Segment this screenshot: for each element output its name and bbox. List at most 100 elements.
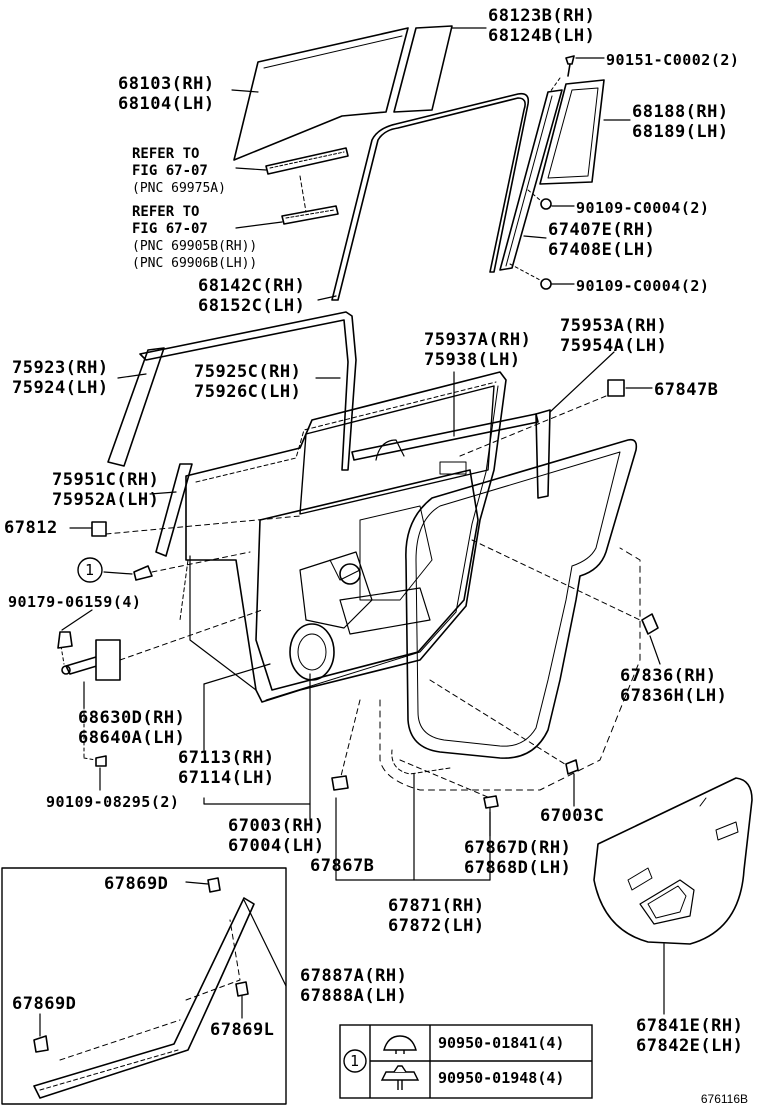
part-number: 67847B bbox=[654, 380, 719, 400]
garnish-75951-shape bbox=[155, 463, 193, 557]
label-67869d-top: 67869D bbox=[104, 874, 168, 894]
part-number-lh: 68640A(LH) bbox=[78, 728, 186, 748]
door-check-shape bbox=[57, 609, 263, 709]
refer-line: REFER TO bbox=[132, 204, 200, 220]
part-number-rh: 67407E(RH) bbox=[548, 220, 656, 240]
legend-part-number: 90950-01841(4) bbox=[438, 1034, 565, 1052]
label-90109c: 90109-08295(2) bbox=[46, 792, 179, 812]
part-number-rh: 68142C(RH) bbox=[198, 276, 306, 296]
part-number-rh: 67871(RH) bbox=[388, 896, 485, 916]
legend-row-2-code: 90950-01948(4) bbox=[438, 1069, 564, 1087]
part-number-lh: 68104(LH) bbox=[118, 94, 215, 114]
label-68188: 68188(RH) 68189(LH) bbox=[632, 102, 729, 142]
run-channel-shape bbox=[331, 92, 530, 301]
screw-90151-shape bbox=[549, 55, 605, 93]
part-number-lh: 67836H(LH) bbox=[620, 686, 728, 706]
label-90179: 90179-06159(4) bbox=[8, 592, 141, 612]
legend-marker-number: 1 bbox=[350, 1052, 360, 1070]
label-67869d-bottom: 67869D bbox=[12, 994, 76, 1014]
speaker-opening-shape bbox=[289, 623, 335, 681]
label-75923: 75923(RH) 75924(LH) bbox=[12, 358, 109, 398]
callout-marker-1: 1 bbox=[85, 560, 95, 580]
label-75925: 75925C(RH) 75926C(LH) bbox=[194, 362, 301, 402]
part-number-rh: 75925C(RH) bbox=[194, 362, 302, 382]
label-67867b: 67867B bbox=[310, 856, 374, 876]
part-number-rh: 68188(RH) bbox=[632, 102, 729, 122]
refer-line: FIG 67-07 bbox=[132, 221, 208, 237]
legend-part-number: 90950-01948(4) bbox=[438, 1069, 565, 1087]
door-panel-frame-shape bbox=[185, 371, 507, 703]
refer-pnc: (PNC 69905B(RH)) bbox=[132, 239, 258, 254]
part-number-rh: 75937A(RH) bbox=[424, 330, 532, 350]
refer-pnc: (PNC 69975A) bbox=[132, 181, 226, 196]
part-number-rh: 67867D(RH) bbox=[464, 838, 572, 858]
part-number-rh: 68630D(RH) bbox=[78, 708, 186, 728]
frame-molding-75925-shape bbox=[139, 311, 357, 471]
label-67867d: 67867D(RH) 67868D(LH) bbox=[464, 838, 571, 878]
division-bar-shape bbox=[499, 89, 563, 271]
door-trim-panel-shape bbox=[593, 777, 753, 945]
legend-marker: 1 bbox=[350, 1052, 359, 1070]
pillar-garnish-75923-shape bbox=[107, 347, 165, 467]
part-number-lh: 75954A(LH) bbox=[560, 336, 668, 356]
part-number-rh: 67841E(RH) bbox=[636, 1016, 744, 1036]
quarter-window-glass-shape bbox=[539, 79, 605, 185]
part-number: 90179-06159(4) bbox=[8, 593, 142, 611]
part-number: 90151-C0002(2) bbox=[606, 51, 740, 69]
part-number-rh: 67836(RH) bbox=[620, 666, 717, 686]
label-90151: 90151-C0002(2) bbox=[606, 50, 739, 70]
refer-note-1: REFER TO FIG 67-07 (PNC 69975A) bbox=[132, 146, 226, 197]
label-67836: 67836(RH) 67836H(LH) bbox=[620, 666, 727, 706]
refer-pnc: (PNC 69906B(LH)) bbox=[132, 256, 258, 271]
screw-90109a-shape bbox=[527, 189, 575, 210]
label-67869l: 67869L bbox=[210, 1020, 274, 1040]
quarter-glass-upper-shape bbox=[393, 25, 453, 113]
label-68123: 68123B(RH) 68124B(LH) bbox=[488, 6, 595, 46]
label-67887: 67887A(RH) 67888A(LH) bbox=[300, 966, 407, 1006]
part-number: 67003C bbox=[540, 806, 605, 826]
scuff-plate-shape bbox=[33, 897, 255, 1099]
part-number: 67812 bbox=[4, 518, 58, 538]
label-67871: 67871(RH) 67872(LH) bbox=[388, 896, 485, 936]
label-67812: 67812 bbox=[4, 518, 58, 538]
legend-table-lines bbox=[339, 1024, 593, 1099]
part-number-rh: 75953A(RH) bbox=[560, 316, 668, 336]
part-number-lh: 67842E(LH) bbox=[636, 1036, 744, 1056]
part-number-lh: 67868D(LH) bbox=[464, 858, 572, 878]
weatherstrip-ref1-shape bbox=[265, 147, 349, 175]
label-90109b: 90109-C0004(2) bbox=[576, 276, 709, 296]
pillar-75953-shape bbox=[535, 409, 551, 499]
label-75937: 75937A(RH) 75938(LH) bbox=[424, 330, 531, 370]
part-number-lh: 75926C(LH) bbox=[194, 382, 302, 402]
label-67003: 67003(RH) 67004(LH) bbox=[228, 816, 325, 856]
refer-line: FIG 67-07 bbox=[132, 163, 208, 179]
belt-molding-shape bbox=[351, 413, 539, 461]
label-68630: 68630D(RH) 68640A(LH) bbox=[78, 708, 185, 748]
part-number-lh: 68189(LH) bbox=[632, 122, 729, 142]
label-68103: 68103(RH) 68104(LH) bbox=[118, 74, 215, 114]
refer-note-2: REFER TO FIG 67-07 (PNC 69905B(RH)) (PNC… bbox=[132, 204, 257, 272]
door-glass-shape bbox=[233, 27, 409, 161]
label-67407: 67407E(RH) 67408E(LH) bbox=[548, 220, 655, 260]
part-number-lh: 67888A(LH) bbox=[300, 986, 408, 1006]
label-75951: 75951C(RH) 75952A(LH) bbox=[52, 470, 159, 510]
part-number-rh: 75951C(RH) bbox=[52, 470, 160, 490]
label-75953: 75953A(RH) 75954A(LH) bbox=[560, 316, 667, 356]
part-number-lh: 67114(LH) bbox=[178, 768, 275, 788]
label-68142: 68142C(RH) 68152C(LH) bbox=[198, 276, 305, 316]
label-67847: 67847B bbox=[654, 380, 718, 400]
part-number-lh: 68124B(LH) bbox=[488, 26, 596, 46]
part-number-lh: 67408E(LH) bbox=[548, 240, 656, 260]
part-number: 67869D bbox=[12, 994, 77, 1014]
part-number-rh: 67003(RH) bbox=[228, 816, 325, 836]
part-number-rh: 68103(RH) bbox=[118, 74, 215, 94]
part-number-lh: 67872(LH) bbox=[388, 916, 485, 936]
part-number: 90109-08295(2) bbox=[46, 793, 180, 811]
part-number-rh: 67887A(RH) bbox=[300, 966, 408, 986]
screw-90109b-shape bbox=[509, 263, 575, 290]
part-number-lh: 75924(LH) bbox=[12, 378, 109, 398]
part-number: 67869D bbox=[104, 874, 169, 894]
door-weatherstrip-shape bbox=[405, 438, 638, 759]
label-67113: 67113(RH) 67114(LH) bbox=[178, 748, 275, 788]
